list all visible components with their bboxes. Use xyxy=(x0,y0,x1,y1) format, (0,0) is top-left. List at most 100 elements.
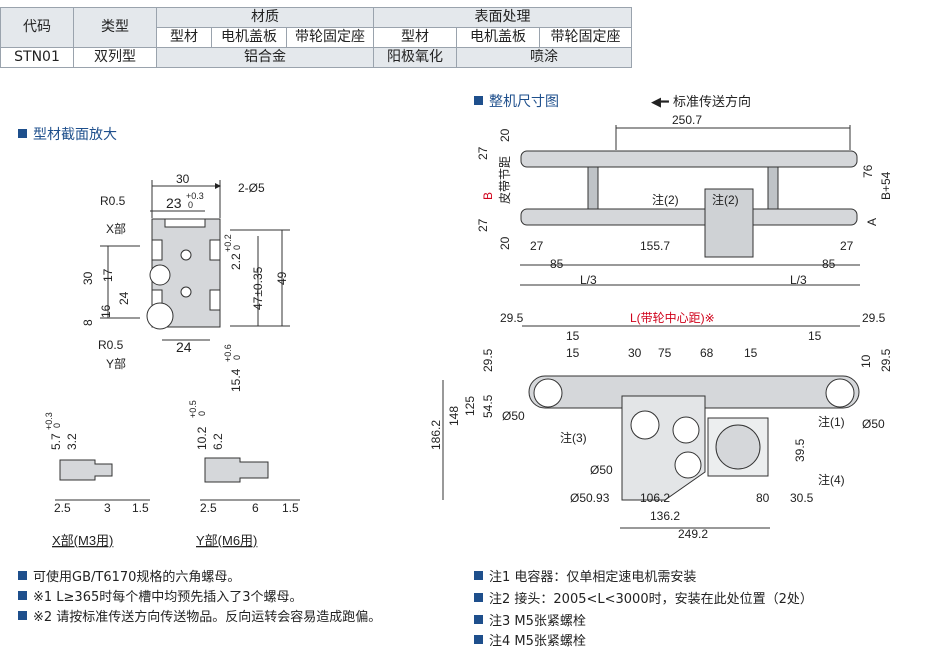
cell-type: 双列型 xyxy=(73,47,157,68)
sub-header: 电机盖板 xyxy=(456,27,540,48)
note-left-1: 可使用GB/T6170规格的六角螺母。 xyxy=(18,566,240,585)
dim-side-136-2: 136.2 xyxy=(650,509,680,523)
direction-label: ◀━ 标准传送方向 xyxy=(651,91,751,110)
dim-side-30-5: 30.5 xyxy=(790,491,814,505)
dim-top-27b: 27 xyxy=(476,218,490,232)
dim-x-h5-7-tol-up: +0.3 xyxy=(44,412,54,430)
dim-top-20b: 20 xyxy=(498,236,512,250)
dim-h16: 16 xyxy=(99,304,113,318)
note-text: 注1 电容器：仅单相定速电机需安装 xyxy=(489,570,697,585)
dim-side-15a: 15 xyxy=(566,329,580,343)
detail-x-drawing xyxy=(55,459,150,501)
hole-icon xyxy=(180,249,192,261)
header-code: 代码 xyxy=(0,7,74,48)
dim-side-29-5c: 29.5 xyxy=(879,348,893,372)
note-right-2: 注2 接头：2005<L<3000时，安装在此处位置（2处） xyxy=(474,588,813,607)
dim-side-phi50b: Ø50 xyxy=(862,417,885,431)
dim-side-30: 30 xyxy=(628,346,642,360)
dim-side-phi50-93: Ø50.93 xyxy=(570,491,610,505)
dim-d15-4-tol-dn: 0 xyxy=(232,355,242,360)
note-3: 注(3) xyxy=(560,430,587,445)
side-view-drawing xyxy=(442,325,860,529)
note-right-3: 注3 M5张紧螺栓 xyxy=(474,610,586,629)
dim-y-w2-5: 2.5 xyxy=(200,501,217,515)
dim-h30: 30 xyxy=(81,271,95,285)
note-text: 注3 M5张紧螺栓 xyxy=(489,614,586,629)
bullet-square-icon xyxy=(18,611,27,620)
dim-y-w6: 6 xyxy=(252,501,259,515)
dim-h17: 17 xyxy=(101,268,115,282)
bullet-square-icon xyxy=(474,571,483,580)
dim-side-phi50a: Ø50 xyxy=(502,409,525,423)
bullet-square-icon xyxy=(474,615,483,624)
dim-h49: 49 xyxy=(275,271,289,285)
note-left-2: ※1 L≥365时每个槽中均预先插入了3个螺母。 xyxy=(18,586,303,605)
profile-title-text: 型材截面放大 xyxy=(33,127,117,143)
note-2a: 注(2) xyxy=(652,192,679,207)
sub-header: 型材 xyxy=(156,27,212,48)
dim-x-h5-7-tol-dn: 0 xyxy=(52,423,62,428)
dim-side-29-5a: 29.5 xyxy=(500,311,524,325)
top-view-drawing xyxy=(520,125,860,286)
dim-x-w3: 3 xyxy=(104,501,111,515)
note-1: 注(1) xyxy=(818,414,845,429)
label-pitch: 皮带节距 xyxy=(498,156,512,204)
dim-h8: 8 xyxy=(81,319,95,326)
bullet-square-icon xyxy=(18,571,27,580)
note-right-4: 注4 M5张紧螺栓 xyxy=(474,630,586,649)
dim-d2-2-tol-up: +0.2 xyxy=(223,234,233,252)
dim-side-15c: 15 xyxy=(744,346,758,360)
dim-top-85a: 85 xyxy=(550,257,564,271)
machine-title-text: 整机尺寸图 xyxy=(489,94,559,110)
dim-side-106-2: 106.2 xyxy=(640,491,670,505)
spec-table: 代码 类型 材质 表面处理 型材 电机盖板 带轮固定座 型材 电机盖板 带轮固定… xyxy=(0,7,632,68)
dim-x-w2-5: 2.5 xyxy=(54,501,71,515)
cell-surface-profile: 阳极氧化 xyxy=(373,47,457,68)
bullet-square-icon xyxy=(474,96,483,105)
dim-side-249-2: 249.2 xyxy=(678,527,708,541)
profile-section-title: 型材截面放大 xyxy=(18,124,117,144)
dim-x-w1-5: 1.5 xyxy=(132,501,149,515)
note-text: 注2 接头：2005<L<3000时，安装在此处位置（2处） xyxy=(489,592,813,607)
dim-r-top: R0.5 xyxy=(100,194,126,208)
direction-text: 标准传送方向 xyxy=(672,95,751,110)
dim-y-w1-5: 1.5 xyxy=(282,501,299,515)
hole-icon xyxy=(180,286,192,298)
dim-side-29-5d: 29.5 xyxy=(481,348,495,372)
machine-section-title: 整机尺寸图 xyxy=(474,91,559,111)
dim-h47: 47±0.35 xyxy=(251,266,265,310)
dim-y-h10-2-tol-dn: 0 xyxy=(197,411,207,416)
detail-y-drawing xyxy=(200,457,300,501)
dim-top-76: 76 xyxy=(861,164,875,178)
dim-w23-tol-dn: 0 xyxy=(188,200,193,210)
dim-side-phi50c: Ø50 xyxy=(590,463,613,477)
note-text: 可使用GB/T6170规格的六角螺母。 xyxy=(33,570,241,585)
dim-d2-2: 2.2 xyxy=(229,253,243,270)
dim-y-h6-2: 6.2 xyxy=(211,433,225,450)
note-4: 注(4) xyxy=(818,472,845,487)
dim-side-10: 10 xyxy=(859,354,873,368)
dim-top-27c: 27 xyxy=(530,239,544,253)
dim-d15-4: 15.4 xyxy=(229,368,243,392)
label-y-part: Y部 xyxy=(106,356,126,371)
label-x-part: X部 xyxy=(106,221,126,236)
sub-header: 电机盖板 xyxy=(211,27,287,48)
dim-d15-4-tol-up: +0.6 xyxy=(223,344,233,362)
profile-section-drawing xyxy=(100,180,290,341)
slot-x-icon xyxy=(149,264,171,286)
dim-side-75: 75 xyxy=(658,346,672,360)
dim-y-h10-2-tol-up: +0.5 xyxy=(188,400,198,418)
cell-surface-other: 喷涂 xyxy=(456,47,632,68)
dim-side-68: 68 xyxy=(700,346,714,360)
bullet-square-icon xyxy=(18,129,27,138)
dim-w30: 30 xyxy=(176,172,190,186)
dim-side-80: 80 xyxy=(756,491,770,505)
dim-top-85b: 85 xyxy=(822,257,836,271)
note-text: 注4 M5张紧螺栓 xyxy=(489,634,586,649)
dim-top-250-7: 250.7 xyxy=(672,113,702,127)
sub-header: 带轮固定座 xyxy=(286,27,374,48)
dim-top-27d: 27 xyxy=(840,239,854,253)
bullet-square-icon xyxy=(18,591,27,600)
dim-x-h3-2: 3.2 xyxy=(65,433,79,450)
